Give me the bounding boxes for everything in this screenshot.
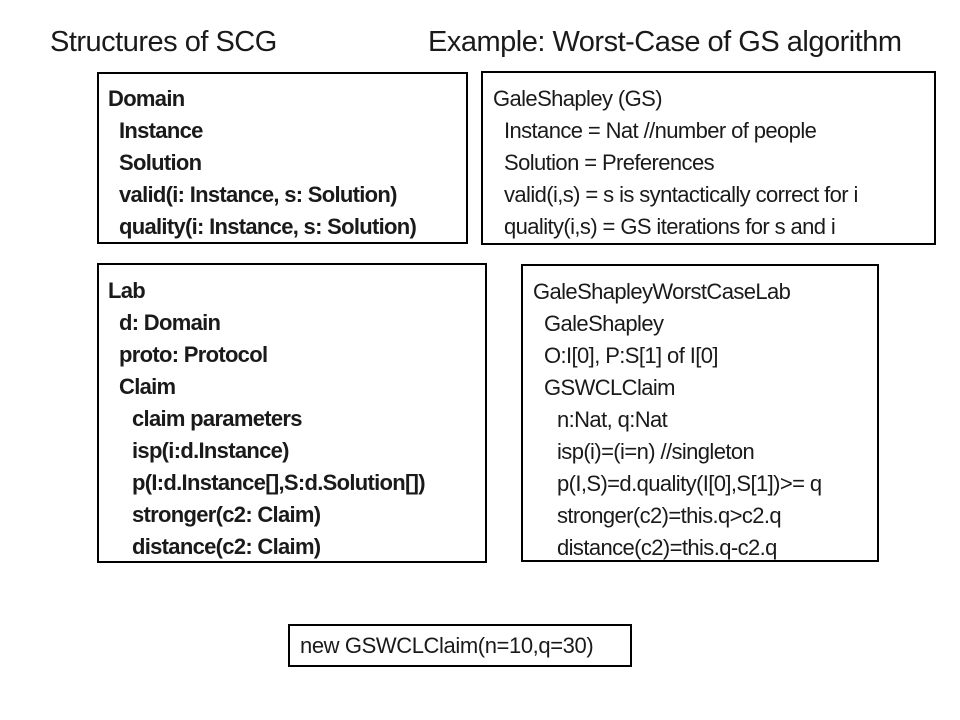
code-line: p(I,S)=d.quality(I[0],S[1])>= q xyxy=(557,471,822,496)
code-line: claim parameters xyxy=(132,406,302,431)
code-line: Solution = Preferences xyxy=(504,150,715,175)
code-line: GaleShapley xyxy=(544,311,664,336)
code-line: valid(i: Instance, s: Solution) xyxy=(119,182,397,207)
code-line: quality(i: Instance, s: Solution) xyxy=(119,214,417,239)
code-line: proto: Protocol xyxy=(119,342,268,367)
code-line: stronger(c2: Claim) xyxy=(132,502,321,527)
code-line: Instance xyxy=(119,118,203,143)
code-line: quality(i,s) = GS iterations for s and i xyxy=(504,214,836,239)
code-line: d: Domain xyxy=(119,310,221,335)
worst-case-lab-box: GaleShapleyWorstCaseLab GaleShapley O:I[… xyxy=(521,264,879,562)
slide-title-example: Example: Worst-Case of GS algorithm xyxy=(428,26,902,58)
code-line: Instance = Nat //number of people xyxy=(504,118,817,143)
code-line: Claim xyxy=(119,374,176,399)
code-line: distance(c2: Claim) xyxy=(132,534,321,559)
gale-shapley-box: GaleShapley (GS) Instance = Nat //number… xyxy=(481,71,936,245)
code-line: Domain xyxy=(108,86,185,111)
code-line: isp(i)=(i=n) //singleton xyxy=(557,439,755,464)
new-claim-box: new GSWCLClaim(n=10,q=30) xyxy=(288,624,632,667)
code-line: GSWCLClaim xyxy=(544,375,676,400)
code-line: n:Nat, q:Nat xyxy=(557,407,668,432)
code-line: GaleShapleyWorstCaseLab xyxy=(533,279,791,304)
code-line: stronger(c2)=this.q>c2.q xyxy=(557,503,782,528)
code-line: GaleShapley (GS) xyxy=(493,86,663,111)
code-line: isp(i:d.Instance) xyxy=(132,438,289,463)
slide-title-structures: Structures of SCG xyxy=(50,26,277,58)
code-line: Solution xyxy=(119,150,202,175)
new-claim-text: new GSWCLClaim(n=10,q=30) xyxy=(300,632,594,658)
lab-box: Lab d: Domain proto: Protocol Claim clai… xyxy=(97,263,487,563)
domain-box: Domain Instance Solution valid(i: Instan… xyxy=(97,72,468,244)
code-line: Lab xyxy=(108,278,146,303)
code-line: O:I[0], P:S[1] of I[0] xyxy=(544,343,718,368)
code-line: distance(c2)=this.q-c2.q xyxy=(557,535,777,560)
code-line: valid(i,s) = s is syntactically correct … xyxy=(504,182,858,207)
code-line: p(I:d.Instance[],S:d.Solution[]) xyxy=(132,470,426,495)
